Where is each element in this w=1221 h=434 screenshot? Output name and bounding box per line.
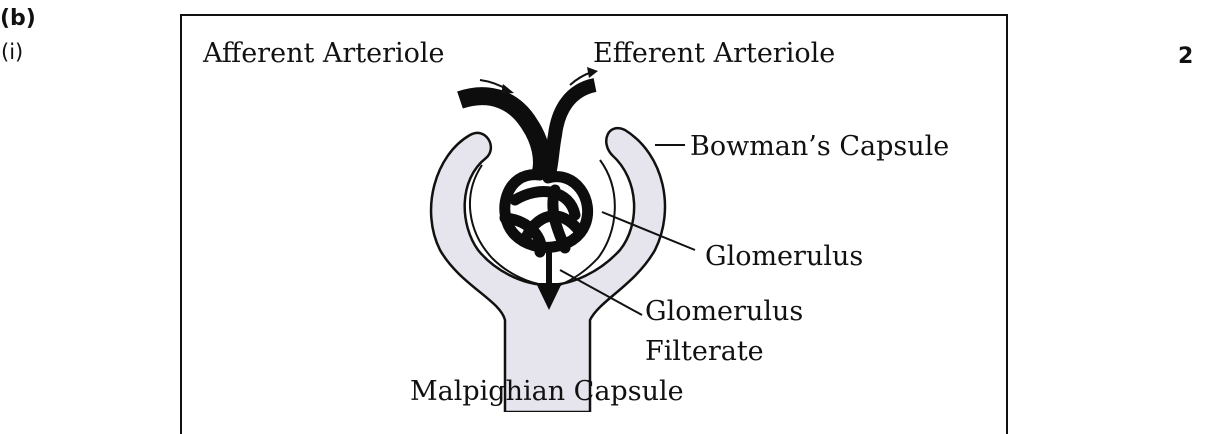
efferent-arteriole-vessel — [548, 85, 595, 178]
filtrate-label-line1: Glomerulus — [645, 296, 803, 327]
afferent-flow-arrowhead — [501, 84, 514, 94]
bowmans-capsule-label: Bowman’s Capsule — [690, 131, 949, 162]
malpighian-capsule-label: Malpighian Capsule — [410, 376, 684, 407]
afferent-arteriole-label: Afferent Arteriole — [202, 38, 445, 69]
efferent-arteriole-label: Efferent Arteriole — [593, 38, 835, 69]
malpighian-capsule-diagram: Afferent Arteriole Efferent Arteriole Bo… — [0, 0, 1221, 412]
glomerulus-knot — [505, 175, 588, 252]
glomerulus-label: Glomerulus — [705, 241, 863, 272]
filtrate-label-line2: Filterate — [645, 336, 764, 367]
